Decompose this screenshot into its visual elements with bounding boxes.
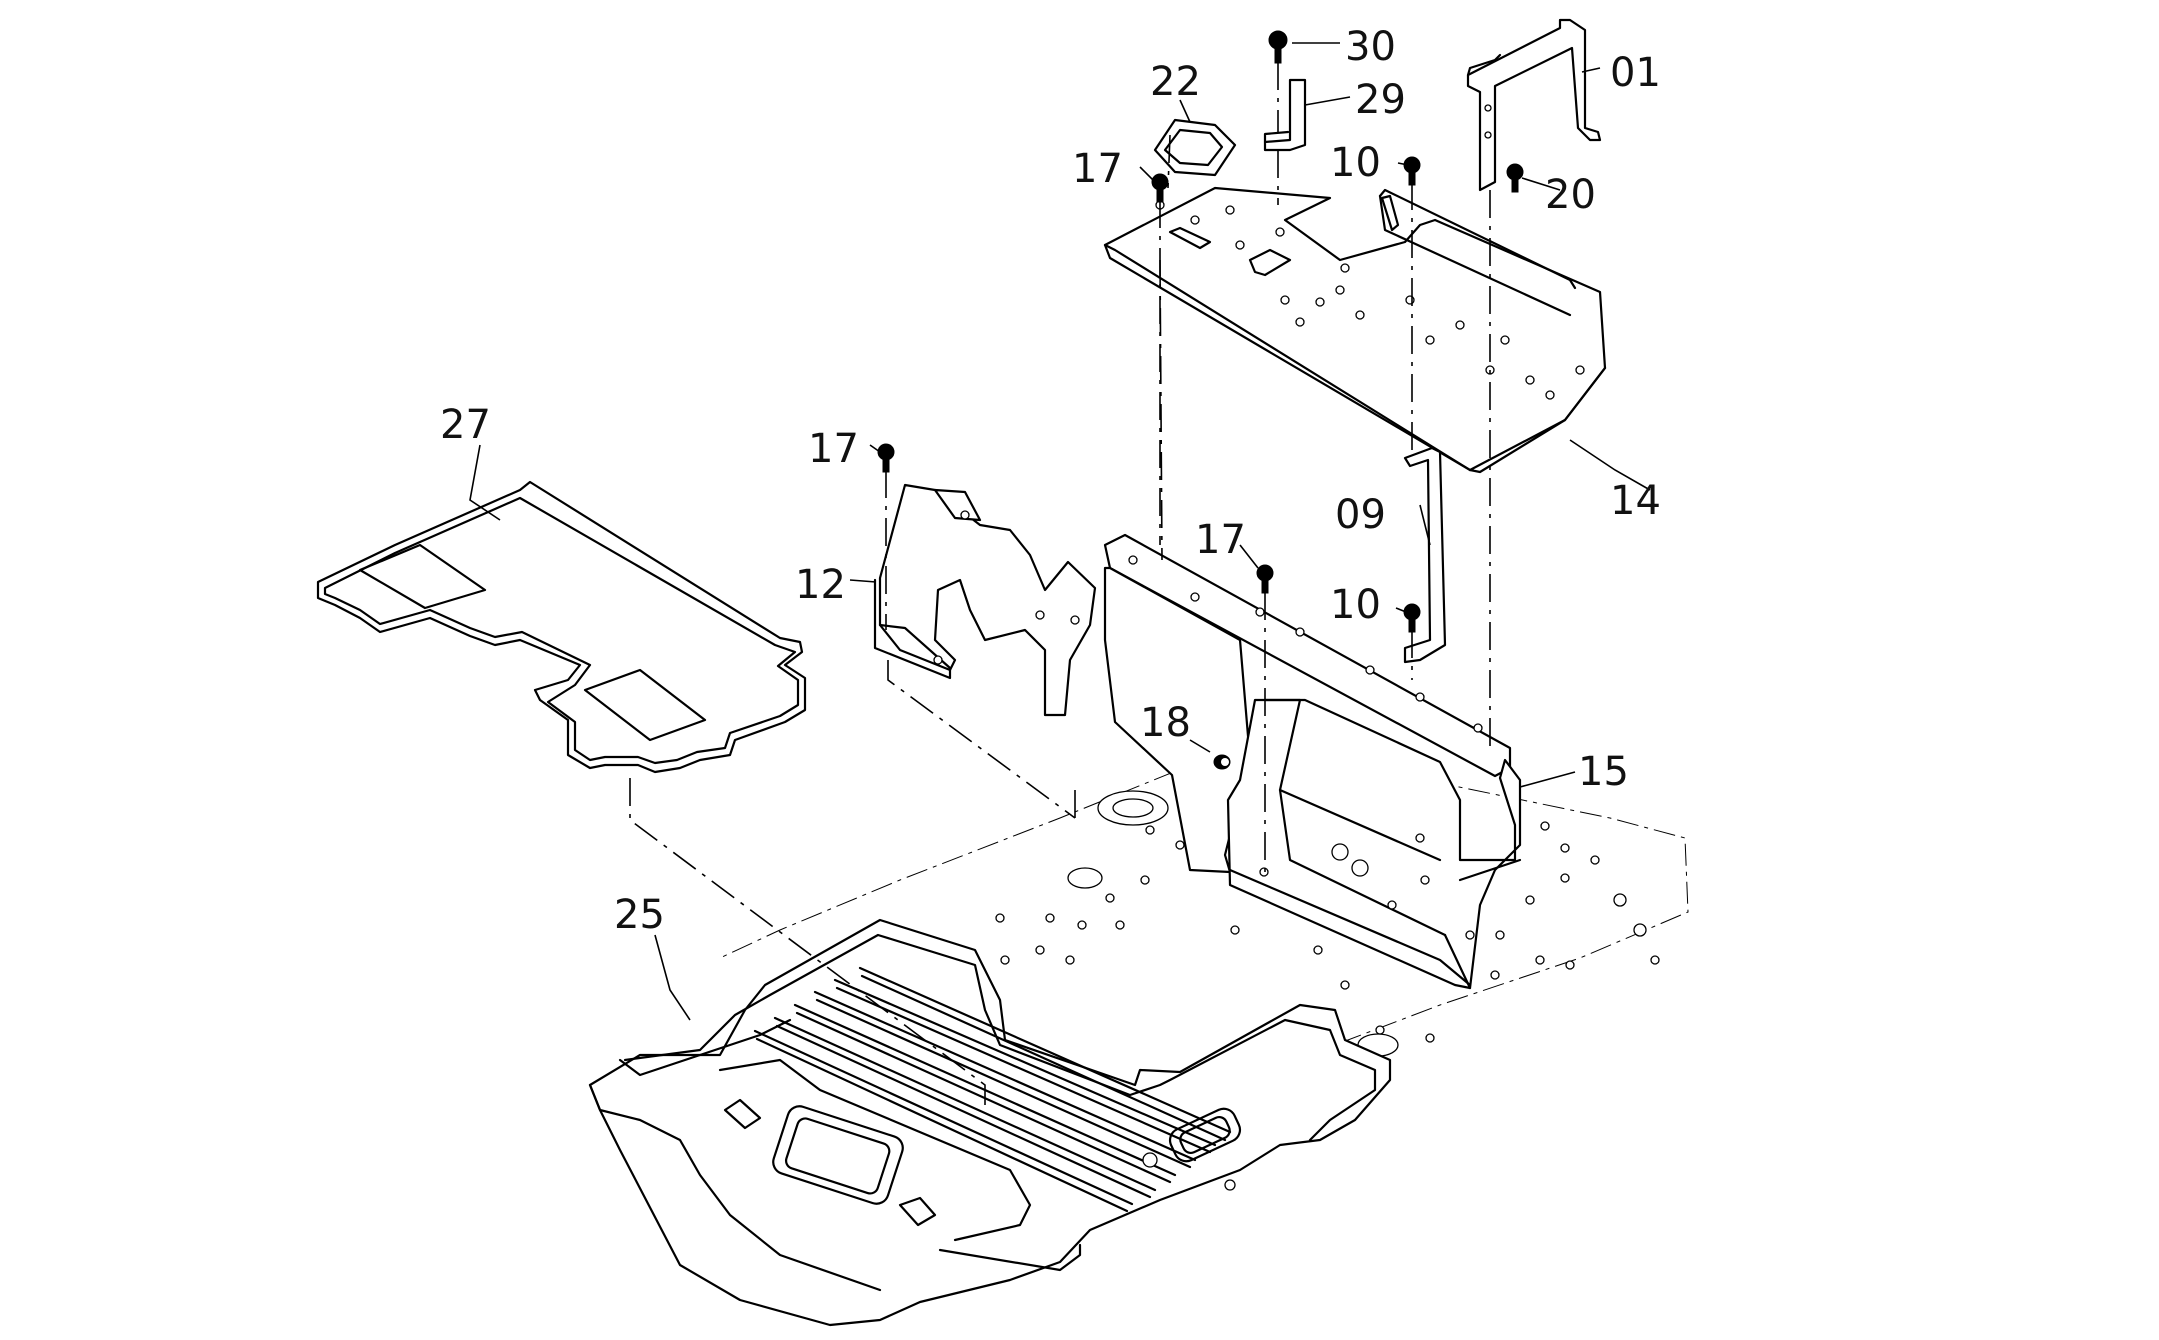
grommet-part-22 [1153,118,1237,177]
bracket-panel-part-12 [873,483,1097,717]
bolt-17-middle [1256,564,1274,594]
label-part-22: 22 [1150,59,1201,105]
label-part-29: 29 [1355,77,1406,123]
bolt-10-upper [1403,156,1421,186]
floor-mat-part-27 [316,480,807,774]
label-part-12: 12 [795,562,846,608]
grommet-18 [1213,754,1231,770]
bolt-30 [1268,30,1288,64]
label-part-25: 25 [614,892,665,938]
label-part-14: 14 [1610,478,1661,524]
label-part-17-mid: 17 [1195,517,1246,563]
label-part-30: 30 [1345,24,1396,70]
label-part-09: 09 [1335,492,1386,538]
bolt-17-left [877,443,895,473]
label-part-20: 20 [1545,172,1596,218]
label-part-27: 27 [440,402,491,448]
label-part-10-lower: 10 [1330,582,1381,628]
label-part-17-top: 17 [1072,146,1123,192]
label-part-17-left: 17 [808,426,859,472]
bracket-part-29 [1263,78,1307,152]
leader-lines [469,42,1651,1021]
strap-part-09 [1403,446,1447,664]
tray-ribs [753,966,1232,1213]
bracket-part-01 [1466,18,1602,192]
bolt-10-lower [1403,603,1421,633]
assembly-lines [629,62,1491,1105]
bolt-20 [1506,163,1524,193]
bolt-17-upper [1151,173,1169,203]
floor-tray-part-25 [588,918,1392,1327]
label-part-10-top: 10 [1330,140,1381,186]
support-channel-part-15 [1103,533,1522,990]
label-part-15: 15 [1578,749,1629,795]
label-part-01: 01 [1610,50,1661,96]
part-labels: 30 22 29 01 17 10 20 27 17 14 09 17 12 1… [440,24,1661,938]
upper-plate-part-14 [1103,186,1607,474]
label-part-18: 18 [1140,700,1191,746]
